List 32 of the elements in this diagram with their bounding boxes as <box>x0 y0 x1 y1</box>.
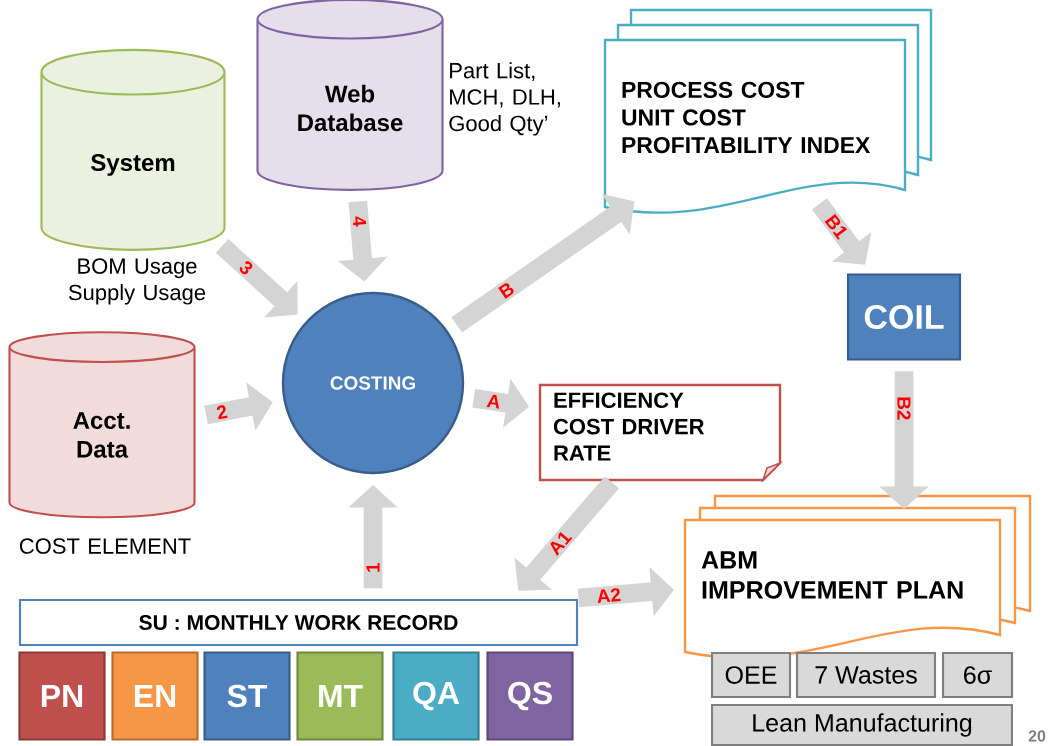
team-box: EN <box>111 651 199 741</box>
caption-text: BOM Usage Supply Usage <box>68 258 206 305</box>
header-box: SU : MONTHLY WORK RECORD <box>18 598 579 647</box>
block-arrow <box>812 198 872 265</box>
team-box: QA <box>392 651 480 741</box>
database-cylinder: Web Database <box>256 0 444 191</box>
team-box: PN <box>18 651 106 741</box>
method-box: Lean Manufacturing <box>710 703 1014 746</box>
edge-label: A1 <box>545 527 575 559</box>
team-box: QS <box>486 651 574 741</box>
team-box: ST <box>203 651 291 741</box>
method-box: 7 Wastes <box>795 651 937 699</box>
edge-label: B1 <box>822 211 851 242</box>
edge-label: 2 <box>213 402 230 422</box>
block-arrow <box>451 194 635 333</box>
edge-label: B <box>495 279 518 302</box>
edge-label: A2 <box>594 586 623 605</box>
method-box: 6σ <box>941 651 1014 699</box>
edge-label: 1 <box>365 561 381 575</box>
page-number: 20 <box>1028 730 1046 742</box>
database-cylinder: System <box>40 48 226 251</box>
edge-label: B2 <box>896 394 912 422</box>
caption-text: Part List, MCH, DLH, Good Qty’ <box>449 62 560 136</box>
document-stack: PROCESS COST UNIT COST PROFITABILITY INDEX <box>603 8 933 214</box>
document-stack: ABM IMPROVEMENT PLAN <box>683 494 1032 659</box>
edge-label: A <box>484 392 504 411</box>
caption-text: COST ELEMENT <box>19 538 191 554</box>
database-cylinder: Acct. Data <box>8 331 196 519</box>
process-box: COIL <box>846 273 962 361</box>
team-box: MT <box>296 651 384 741</box>
method-box: OEE <box>710 651 792 699</box>
edge-label: 3 <box>235 257 257 279</box>
